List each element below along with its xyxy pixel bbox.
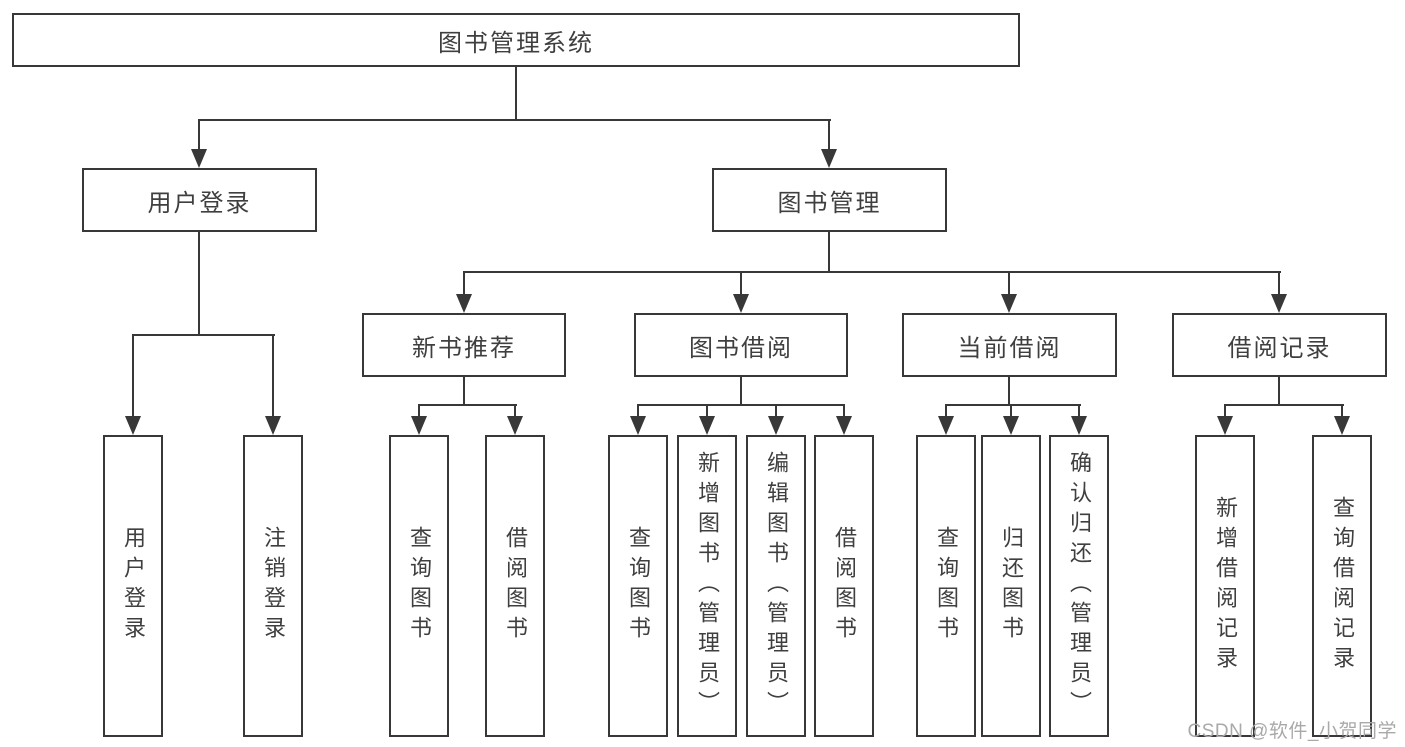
- arrowhead-down: [125, 416, 141, 435]
- connector-drop-leaf: [637, 404, 639, 418]
- node-label: 图书借阅: [689, 334, 793, 362]
- connector-drop-leaf: [945, 404, 947, 418]
- leaf-label: 编辑图书（管理员）: [764, 451, 789, 721]
- connector-drop-leaf: [1078, 404, 1080, 418]
- connector-drop-leaf: [514, 404, 516, 418]
- connector-drop-current-borrow: [1008, 271, 1010, 297]
- connector-split-hline: [418, 404, 517, 406]
- connector-split-hline: [637, 404, 845, 406]
- connector-level2-hline: [198, 119, 831, 121]
- connector-root-stem: [515, 67, 517, 120]
- leaf-label: 用户登录: [121, 526, 146, 646]
- leaf-label: 新增借阅记录: [1213, 496, 1238, 676]
- arrowhead-down: [1001, 294, 1017, 313]
- leaf-label: 归还图书: [999, 526, 1024, 646]
- watermark: CSDN @软件_小贺同学: [1187, 721, 1397, 742]
- node-current-borrow: 当前借阅: [902, 313, 1117, 377]
- arrowhead-down: [1217, 416, 1233, 435]
- leaf-label: 查询图书: [934, 526, 959, 646]
- leaf-query-books-borrow: 查询图书: [608, 435, 668, 737]
- arrowhead-down: [456, 294, 472, 313]
- leaf-add-book-admin: 新增图书（管理员）: [677, 435, 737, 737]
- node-borrow-records: 借阅记录: [1172, 313, 1387, 377]
- leaf-label: 查询借阅记录: [1330, 496, 1355, 676]
- connector-level3-hline: [463, 271, 1281, 273]
- connector-stem: [1278, 377, 1280, 406]
- leaf-label: 查询图书: [407, 526, 432, 646]
- arrowhead-down: [836, 416, 852, 435]
- leaf-borrow-books-recommend: 借阅图书: [485, 435, 545, 737]
- connector-stem: [740, 377, 742, 406]
- arrowhead-down: [768, 416, 784, 435]
- node-root: 图书管理系统: [12, 13, 1020, 67]
- leaf-edit-book-admin: 编辑图书（管理员）: [746, 435, 806, 737]
- arrowhead-down: [1271, 294, 1287, 313]
- connector-drop-user-login: [198, 119, 200, 152]
- connector-drop-leaf: [132, 334, 134, 420]
- node-label: 用户登录: [147, 189, 252, 217]
- arrowhead-down: [938, 416, 954, 435]
- leaf-label: 借阅图书: [832, 526, 857, 646]
- connector-book-management-stem: [828, 232, 830, 273]
- connector-drop-new-book: [463, 271, 465, 297]
- arrowhead-down: [191, 149, 207, 168]
- arrowhead-down: [1003, 416, 1019, 435]
- leaf-label: 借阅图书: [503, 526, 528, 646]
- leaf-label: 查询图书: [626, 526, 651, 646]
- connector-drop-leaf: [418, 404, 420, 418]
- leaf-label: 注销登录: [261, 526, 286, 646]
- leaf-add-borrow-record: 新增借阅记录: [1195, 435, 1255, 737]
- connector-drop-borrow-records: [1278, 271, 1280, 297]
- arrowhead-down: [1071, 416, 1087, 435]
- connector-drop-book-management: [828, 119, 830, 152]
- connector-user-login-hline: [132, 334, 275, 336]
- node-label: 当前借阅: [957, 334, 1062, 362]
- connector-split-hline: [1224, 404, 1344, 406]
- node-label: 图书管理系统: [438, 29, 594, 57]
- arrowhead-down: [1334, 416, 1350, 435]
- leaf-user-login: 用户登录: [103, 435, 163, 737]
- connector-stem: [1008, 377, 1010, 406]
- node-label: 新书推荐: [412, 334, 516, 362]
- node-book-borrow: 图书借阅: [634, 313, 848, 377]
- leaf-logout: 注销登录: [243, 435, 303, 737]
- arrowhead-down: [265, 416, 281, 435]
- leaf-borrow-books-borrow: 借阅图书: [814, 435, 874, 737]
- leaf-label: 新增图书（管理员）: [695, 451, 720, 721]
- node-new-book-recommend: 新书推荐: [362, 313, 566, 377]
- connector-drop-book-borrow: [740, 271, 742, 297]
- arrowhead-down: [821, 149, 837, 168]
- connector-stem: [463, 377, 465, 406]
- connector-drop-leaf: [272, 334, 274, 420]
- connector-drop-leaf: [1224, 404, 1226, 418]
- connector-drop-leaf: [775, 404, 777, 418]
- arrowhead-down: [699, 416, 715, 435]
- leaf-confirm-return-admin: 确认归还（管理员）: [1049, 435, 1109, 737]
- connector-drop-leaf: [843, 404, 845, 418]
- node-user-login: 用户登录: [82, 168, 317, 232]
- arrowhead-down: [630, 416, 646, 435]
- connector-split-hline: [945, 404, 1081, 406]
- leaf-query-books-recommend: 查询图书: [389, 435, 449, 737]
- node-label: 借阅记录: [1227, 334, 1332, 362]
- node-label: 图书管理: [777, 189, 882, 217]
- arrowhead-down: [411, 416, 427, 435]
- connector-drop-leaf: [1341, 404, 1343, 418]
- connector-drop-leaf: [706, 404, 708, 418]
- leaf-label: 确认归还（管理员）: [1067, 451, 1092, 721]
- leaf-query-books-current: 查询图书: [916, 435, 976, 737]
- connector-user-login-stem: [198, 232, 200, 336]
- arrowhead-down: [733, 294, 749, 313]
- leaf-return-book: 归还图书: [981, 435, 1041, 737]
- connector-drop-leaf: [1010, 404, 1012, 418]
- node-book-management: 图书管理: [712, 168, 947, 232]
- leaf-query-borrow-record: 查询借阅记录: [1312, 435, 1372, 737]
- arrowhead-down: [507, 416, 523, 435]
